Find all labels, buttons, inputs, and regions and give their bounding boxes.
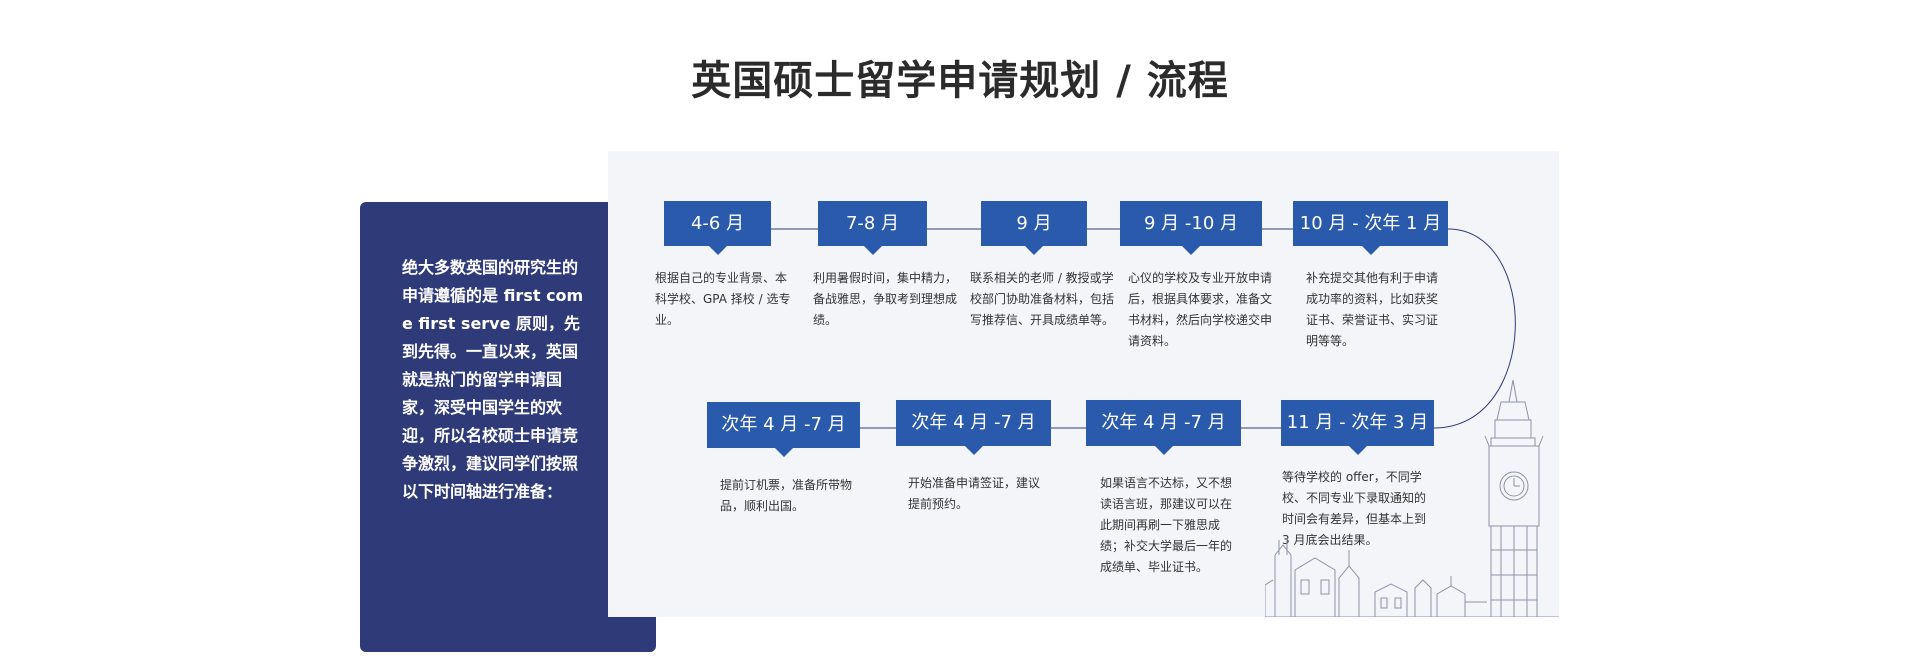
step-pointer xyxy=(708,246,727,255)
step-period: 次年 4 月 -7 月 xyxy=(911,412,1036,433)
step-period-box: 4-6 月 xyxy=(664,201,771,255)
step-period-box: 10 月 - 次年 1 月 xyxy=(1293,201,1448,255)
step-period-box: 7-8 月 xyxy=(818,201,927,255)
step-description: 根据自己的专业背景、本科学校、GPA 择校 / 选专业。 xyxy=(655,271,791,327)
step-period: 4-6 月 xyxy=(690,213,745,234)
step-pointer xyxy=(1025,246,1043,255)
step-pointer xyxy=(1361,246,1380,255)
step-description: 如果语言不达标，又不想读语言班，那建议可以在此期间再刷一下雅思成绩；补交大学最后… xyxy=(1100,476,1233,574)
step-period: 次年 4 月 -7 月 xyxy=(1101,412,1226,433)
connector-curve xyxy=(1433,228,1516,429)
step-description: 补充提交其他有利于申请成功率的资料，比如获奖证书、荣誉证书、实习证明等等。 xyxy=(1306,271,1439,348)
step-pointer xyxy=(964,446,983,455)
step-description: 提前订机票，准备所带物品，顺利出国。 xyxy=(720,478,853,513)
step-pointer xyxy=(1182,246,1200,255)
step-description: 利用暑假时间，集中精力，备战雅思，争取考到理想成绩。 xyxy=(813,271,958,327)
step-period-box: 11 月 - 次年 3 月 xyxy=(1281,400,1434,455)
step-description: 开始准备申请签证，建议提前预约。 xyxy=(908,476,1041,511)
step-description: 等待学校的 offer，不同学校、不同专业下录取通知的时间会有差异，但基本上到 … xyxy=(1282,470,1427,547)
step-period: 次年 4 月 -7 月 xyxy=(721,414,846,435)
intro-card xyxy=(360,202,656,652)
step-period: 7-8 月 xyxy=(845,213,900,234)
step-period-box: 次年 4 月 -7 月 xyxy=(707,402,860,457)
step-period-box: 次年 4 月 -7 月 xyxy=(896,400,1051,455)
big-ben-skyline-illustration xyxy=(1265,380,1559,617)
step-period-box: 9 月 xyxy=(981,201,1087,255)
step-description: 联系相关的老师 / 教授或学校部门协助准备材料，包括写推荐信、开具成绩单等。 xyxy=(970,271,1115,327)
step-period: 11 月 - 次年 3 月 xyxy=(1286,412,1429,433)
step-pointer xyxy=(1154,446,1173,455)
step-period-box: 9 月 -10 月 xyxy=(1120,201,1262,255)
page-title: 英国硕士留学申请规划 / 流程 xyxy=(691,58,1229,104)
step-description: 心仪的学校及专业开放申请后，根据具体要求，准备文书材料，然后向学校递交申请资料。 xyxy=(1128,271,1273,348)
step-period: 9 月 xyxy=(1016,213,1052,234)
step-pointer xyxy=(1348,446,1367,455)
intro-text: 绝大多数英国的研究生的申请遵循的是 first come first serve… xyxy=(402,258,584,501)
step-period-box: 次年 4 月 -7 月 xyxy=(1086,400,1241,455)
step-period: 10 月 - 次年 1 月 xyxy=(1299,213,1442,234)
step-period: 9 月 -10 月 xyxy=(1143,213,1239,234)
step-pointer xyxy=(863,246,882,255)
step-pointer xyxy=(774,448,793,457)
